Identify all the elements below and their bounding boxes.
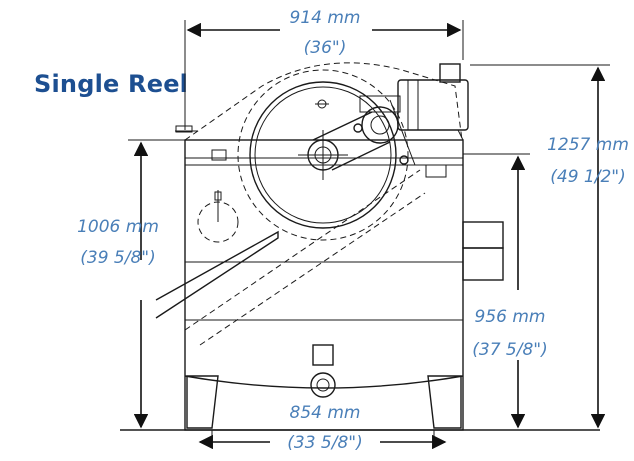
- overall-height-inch: (49 1/2"): [550, 167, 625, 187]
- base-width-inch: (33 5/8"): [287, 433, 362, 453]
- tank-height-mm: 1006 mm: [77, 217, 159, 237]
- dim-base-width: 854 mm (33 5/8"): [198, 403, 447, 453]
- top-width-inch: (36"): [304, 38, 347, 58]
- overall-height-mm: 1257 mm: [547, 135, 629, 155]
- dim-side-height: 956 mm (37 5/8"): [463, 153, 548, 429]
- side-height-inch: (37 5/8"): [472, 340, 547, 360]
- reel-wheel: [237, 69, 409, 241]
- tank-height-inch: (39 5/8"): [80, 248, 155, 268]
- reel-guard: [175, 62, 463, 161]
- top-width-mm: 914 mm: [290, 8, 361, 28]
- dim-overall-height: 1257 mm (49 1/2"): [470, 64, 629, 429]
- dim-top-width: 914 mm (36"): [184, 8, 464, 130]
- drive-belt: [312, 95, 416, 171]
- motor: [397, 63, 469, 178]
- diagram-title: Single Reel: [34, 70, 189, 98]
- tank-body: [120, 139, 600, 431]
- dim-tank-height: 1006 mm (39 5/8"): [77, 139, 185, 429]
- tank-internals: [155, 169, 504, 398]
- base-width-mm: 854 mm: [290, 403, 361, 423]
- side-height-mm: 956 mm: [475, 307, 546, 327]
